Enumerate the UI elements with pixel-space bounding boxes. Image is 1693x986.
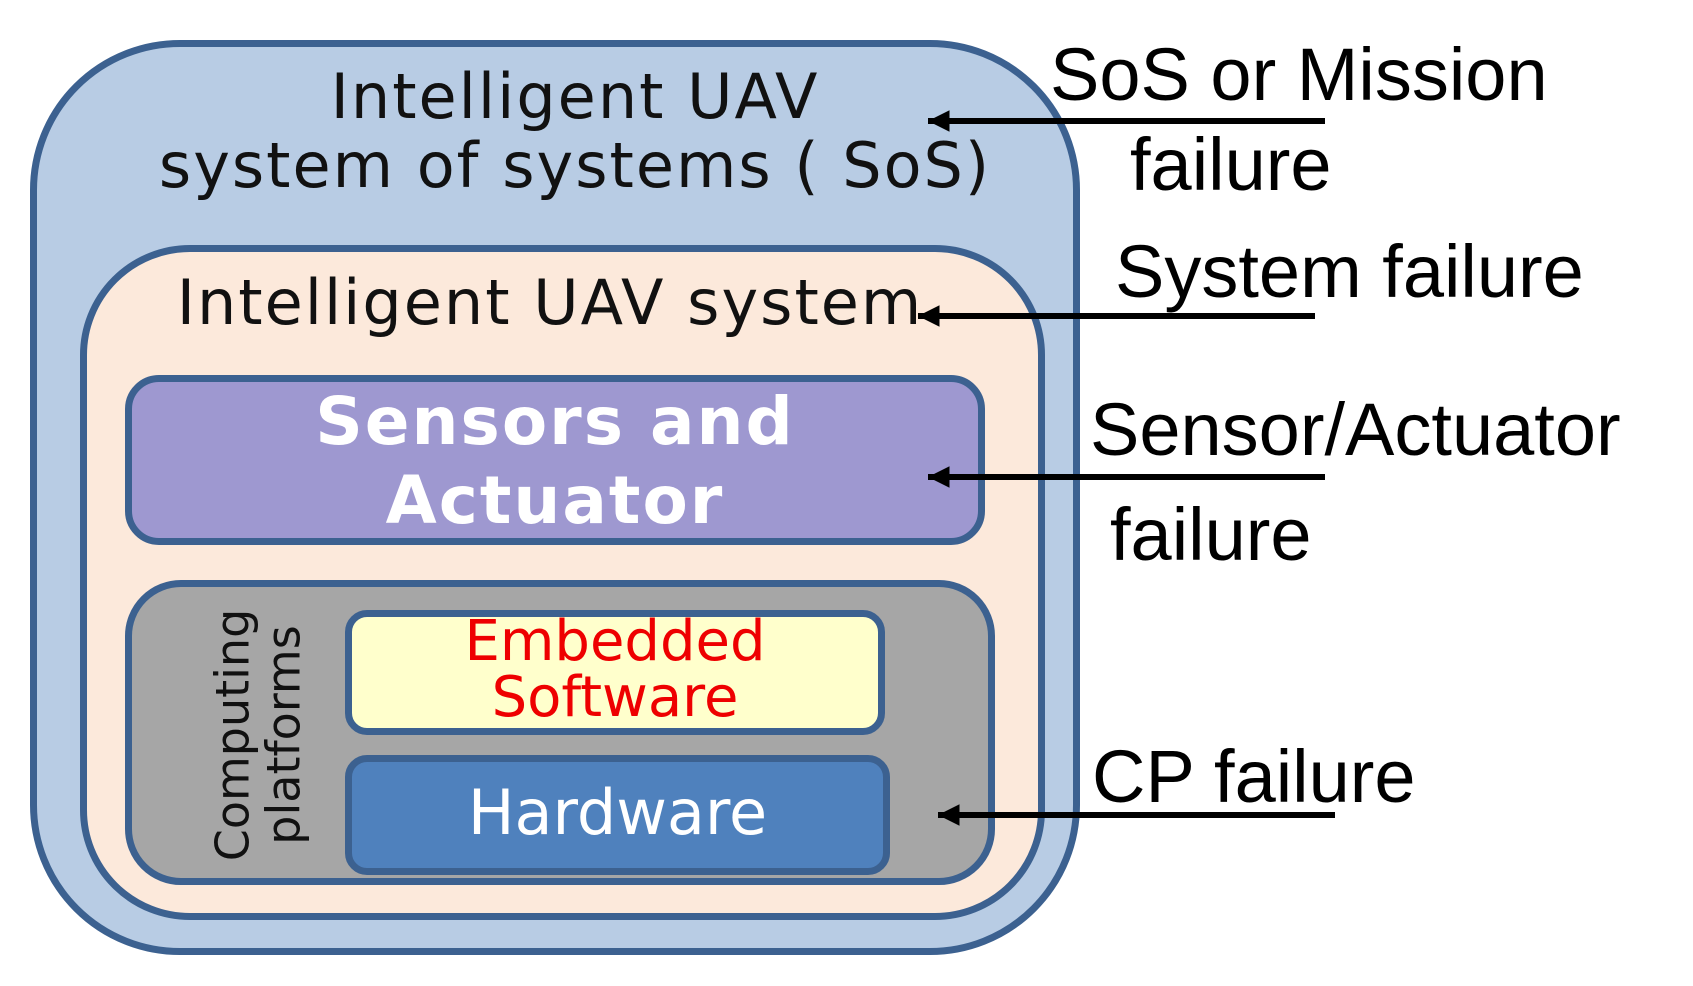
system-title: Intelligent UAV system (176, 266, 924, 339)
sensors-title-line2: Actuator (385, 462, 725, 540)
sw-title-line1: Embedded (464, 609, 766, 674)
sos-failure-label-line1: SoS or Mission (1050, 33, 1548, 116)
hardware-block (345, 755, 890, 875)
sos-failure-label-line2: failure (1130, 123, 1332, 206)
sos-title: Intelligent UAV system of systems ( SoS) (125, 62, 1025, 201)
system-failure-label: System failure (1115, 230, 1584, 313)
embedded-software-title: Embedded Software (345, 614, 885, 726)
sw-title-line2: Software (491, 665, 739, 730)
embedded-software-block (345, 610, 885, 735)
hardware-title: Hardware (467, 776, 768, 849)
sensors-title-line1: Sensors and (315, 383, 795, 460)
cp-failure-label: CP failure (1092, 735, 1416, 818)
sos-title-line2: system of systems ( SoS) (158, 129, 992, 203)
sensors-actuator-block (125, 375, 985, 545)
sensor-failure-label-line1: Sensor/Actuator (1090, 388, 1621, 471)
sos-title-line1: Intelligent UAV (330, 60, 820, 133)
sensors-actuator-title: Sensors and Actuator (125, 382, 985, 540)
sensor-failure-label-line2: failure (1110, 493, 1312, 576)
